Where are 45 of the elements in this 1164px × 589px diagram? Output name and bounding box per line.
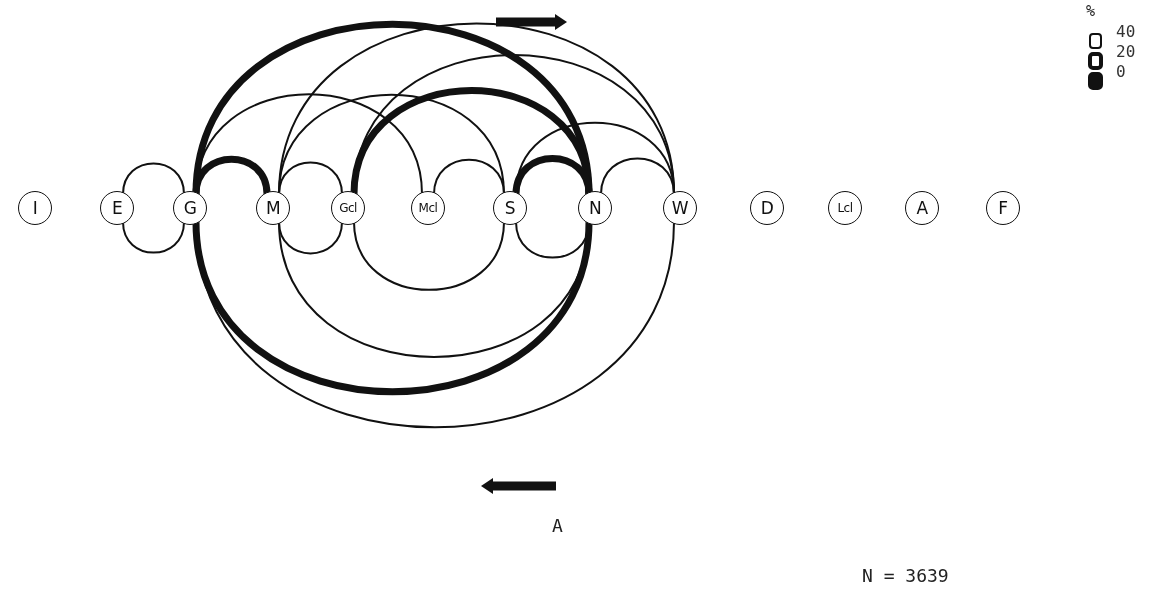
arc-connector [278,221,343,255]
category-circle [100,191,134,225]
arc-connector [350,87,593,195]
category-circle [493,191,527,225]
category-circle [411,191,445,225]
arc-connector [192,21,593,195]
arc-connector [278,161,343,195]
category-label: G [183,198,197,218]
category-circle [828,191,862,225]
legend-label: 0 [1116,64,1126,80]
note-label: % [1086,2,1096,20]
category-label: D [760,198,774,218]
arc-connector [515,121,675,195]
category-circle [18,191,52,225]
arc-connector [122,162,185,195]
category-label: N [588,198,602,218]
category-label: Lcl [837,201,853,215]
arc-connector [600,157,675,195]
category-circle [173,191,207,225]
arc-connector [512,155,593,195]
category-circle [578,191,612,225]
category-label: I [32,198,38,218]
category-label: M [265,198,281,218]
category-circle [256,191,290,225]
category-label: Gcl [339,201,357,215]
arc-connector [122,221,185,254]
arc-connector [433,158,505,195]
category-circle [986,191,1020,225]
legend-label: 20 [1116,44,1136,60]
category-label: S [504,198,516,218]
legend-label: 40 [1116,24,1136,40]
arc-connector [353,221,505,291]
note-label: N = 3639 [862,565,949,586]
category-circle [663,191,697,225]
category-label: E [111,198,123,218]
category-label: A [916,198,928,218]
category-label: F [998,198,1008,218]
category-circle [331,191,365,225]
category-label: Mcl [418,201,438,215]
category-circle [750,191,784,225]
category-circle [905,191,939,225]
category-label: W [671,198,689,218]
arc-connector [278,22,675,195]
note-label: A [552,515,563,536]
arc-connector [192,221,593,395]
